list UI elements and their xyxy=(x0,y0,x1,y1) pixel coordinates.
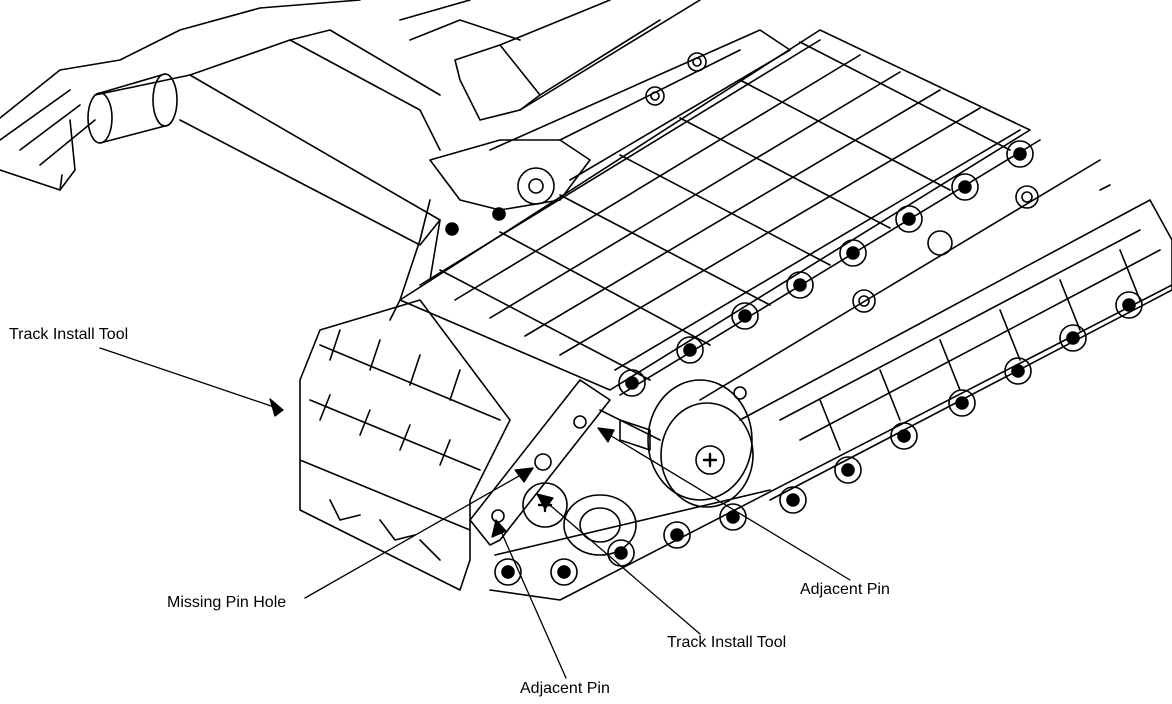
leader-adjacent-pin-right xyxy=(597,427,851,581)
arrowhead-icon xyxy=(536,493,554,510)
drive-wheels xyxy=(522,379,754,556)
lower-track-shoes xyxy=(739,184,1172,501)
lower-pin-row xyxy=(489,284,1172,601)
callout-track-install-tool-bottom: Track Install Tool xyxy=(667,634,787,651)
arrowhead-icon xyxy=(269,398,284,417)
callout-adjacent-pin-bottom: Adjacent Pin xyxy=(520,680,610,697)
callout-missing-pin-hole: Missing Pin Hole xyxy=(167,594,287,611)
linkage-arm xyxy=(389,29,791,321)
upper-pin-row xyxy=(614,129,1041,397)
callout-leaders xyxy=(99,347,851,679)
side-plate xyxy=(699,159,1101,401)
leader-adjacent-pin-bottom xyxy=(495,519,567,679)
leader-track-install-tool-left xyxy=(99,347,284,411)
arrowhead-icon xyxy=(597,427,615,443)
front-track-section xyxy=(299,299,511,591)
callout-track-install-tool-left: Track Install Tool xyxy=(9,326,129,343)
track-install-tool-plate xyxy=(469,379,611,546)
upper-track-shoes xyxy=(399,29,1031,391)
arrowhead-icon xyxy=(491,519,507,538)
leader-missing-pin-hole xyxy=(304,467,534,599)
roller-and-frame xyxy=(0,0,701,246)
arrowhead-icon xyxy=(514,467,534,483)
callout-adjacent-pin-right: Adjacent Pin xyxy=(800,581,890,598)
leader-track-install-tool-bottom xyxy=(536,493,701,635)
